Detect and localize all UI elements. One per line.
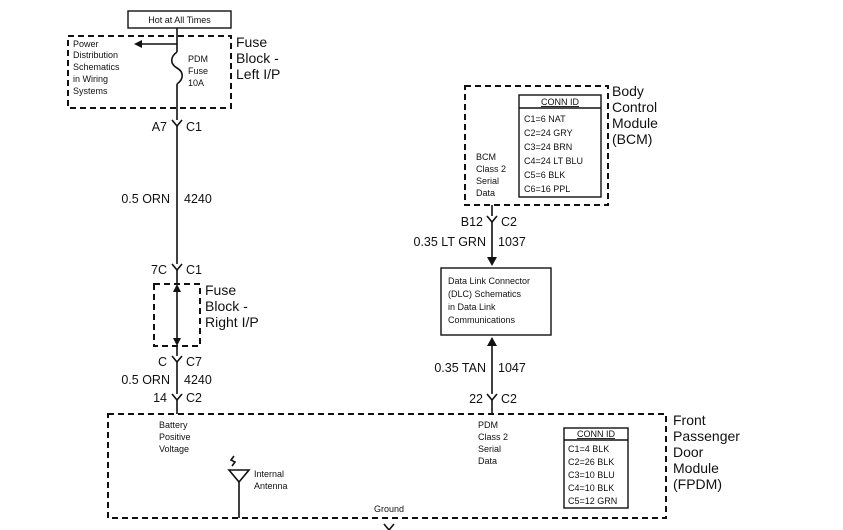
bcm-data-0: BCM xyxy=(476,152,496,162)
dlc-line-0: Data Link Connector xyxy=(448,276,530,286)
fpdm-data-0: PDM xyxy=(478,420,498,430)
wire1-spec: 0.5 ORN xyxy=(121,192,170,206)
conn-c-symbol xyxy=(171,355,183,364)
conn-b12-symbol xyxy=(486,215,498,224)
fpdm-outline xyxy=(107,413,667,519)
fpdm-title-4: (FPDM) xyxy=(673,476,722,492)
bcm-conn-row: C1=6 NAT xyxy=(524,114,566,124)
conn-a7-symbol xyxy=(171,119,183,128)
ref-arrow-head xyxy=(134,40,142,48)
fuse-left-title-1: Block - xyxy=(236,50,279,66)
bcm-title-3: (BCM) xyxy=(612,131,652,147)
fuse-left-fuse-2: 10A xyxy=(188,78,204,88)
conn-14-conn: C2 xyxy=(186,391,202,405)
wire3-circuit: 1037 xyxy=(498,235,526,249)
fpdm-conn-row: C5=12 GRN xyxy=(568,496,617,506)
fpdm-data-3: Data xyxy=(478,456,497,466)
ground-connector-symbol xyxy=(383,523,395,530)
fuse-block-left-outline xyxy=(67,35,232,109)
conn-a7-conn: C1 xyxy=(186,120,202,134)
conn-a7-pin: A7 xyxy=(152,120,167,134)
fpdm-conn-id-table xyxy=(563,427,629,509)
wire4-circuit: 1047 xyxy=(498,361,526,375)
fuse-left-fuse-1: Fuse xyxy=(188,66,208,76)
fuse-left-symbol xyxy=(170,51,184,85)
fpdm-conn-row: C3=10 BLU xyxy=(568,470,615,480)
fpdm-battery-2: Voltage xyxy=(159,444,189,454)
conn-14-pin: 14 xyxy=(153,391,167,405)
wire2-circuit: 4240 xyxy=(184,373,212,387)
fpdm-battery-1: Positive xyxy=(159,432,191,442)
conn-22-conn: C2 xyxy=(501,392,517,406)
fpdm-title-1: Passenger xyxy=(673,428,740,444)
hot-label-box xyxy=(127,10,232,29)
wire3-spec: 0.35 LT GRN xyxy=(414,235,487,249)
dlc-line-1: (DLC) Schematics xyxy=(448,289,522,299)
fpdm-battery-0: Battery xyxy=(159,420,188,430)
wire2-spec: 0.5 ORN xyxy=(121,373,170,387)
bcm-data-1: Class 2 xyxy=(476,164,506,174)
fuse-right-title-2: Right I/P xyxy=(205,314,259,330)
fpdm-title-2: Door xyxy=(673,444,704,460)
dlc-line-2: in Data Link xyxy=(448,302,496,312)
antenna-icon xyxy=(227,455,251,518)
bcm-conn-row: C3=24 BRN xyxy=(524,142,572,152)
fpdm-antenna-0: Internal xyxy=(254,469,284,479)
fpdm-data-1: Class 2 xyxy=(478,432,508,442)
hot-label: Hot at All Times xyxy=(148,15,211,25)
bcm-outline xyxy=(464,85,609,206)
bcm-data-2: Serial xyxy=(476,176,499,186)
conn-7c-conn: C1 xyxy=(186,263,202,277)
dlc-line-3: Communications xyxy=(448,315,516,325)
conn-22-pin: 22 xyxy=(469,392,483,406)
conn-22-symbol xyxy=(486,393,498,402)
bcm-conn-row: C5=6 BLK xyxy=(524,170,565,180)
bcm-conn-id-table xyxy=(518,94,602,198)
conn-c-pin: C xyxy=(158,355,167,369)
bcm-title-1: Control xyxy=(612,99,657,115)
bcm-conn-row: C4=24 LT BLU xyxy=(524,156,583,166)
fuse-left-ref-3: in Wiring xyxy=(73,74,108,84)
conn-b12-conn: C2 xyxy=(501,215,517,229)
fpdm-title-0: Front xyxy=(673,412,706,428)
fuse-right-title-1: Block - xyxy=(205,298,248,314)
fuse-left-ref-2: Schematics xyxy=(73,62,120,72)
conn-7c-pin: 7C xyxy=(151,263,167,277)
bcm-conn-row: C2=24 GRY xyxy=(524,128,573,138)
fpdm-title-3: Module xyxy=(673,460,719,476)
fuse-left-ref-4: Systems xyxy=(73,86,108,96)
bcm-title-2: Module xyxy=(612,115,658,131)
fuse-right-title-0: Fuse xyxy=(205,282,236,298)
bcm-data-3: Data xyxy=(476,188,495,198)
fuse-left-ref-1: Distribution xyxy=(73,50,118,60)
fpdm-conn-row: C4=10 BLK xyxy=(568,483,614,493)
fuse-left-title-2: Left I/P xyxy=(236,66,280,82)
bcm-conn-header: CONN ID xyxy=(541,97,580,107)
fuse-left-ref-0: Power xyxy=(73,39,99,49)
bcm-title-0: Body xyxy=(612,83,644,99)
fpdm-data-2: Serial xyxy=(478,444,501,454)
fuse-left-fuse-0: PDM xyxy=(188,54,208,64)
fpdm-conn-row: C1=4 BLK xyxy=(568,444,609,454)
conn-b12-pin: B12 xyxy=(461,215,483,229)
fpdm-ground-label: Ground xyxy=(374,504,404,514)
wire4-spec: 0.35 TAN xyxy=(434,361,486,375)
bcm-conn-row: C6=16 PPL xyxy=(524,184,570,194)
fuse-left-title-0: Fuse xyxy=(236,34,267,50)
conn-c-conn: C7 xyxy=(186,355,202,369)
fpdm-antenna-1: Antenna xyxy=(254,481,288,491)
fpdm-conn-row: C2=26 BLK xyxy=(568,457,614,467)
conn-14-symbol xyxy=(171,393,183,402)
wire1-circuit: 4240 xyxy=(184,192,212,206)
dlc-box xyxy=(440,267,552,336)
conn-7c-symbol xyxy=(171,263,183,272)
fpdm-conn-header: CONN ID xyxy=(577,429,616,439)
